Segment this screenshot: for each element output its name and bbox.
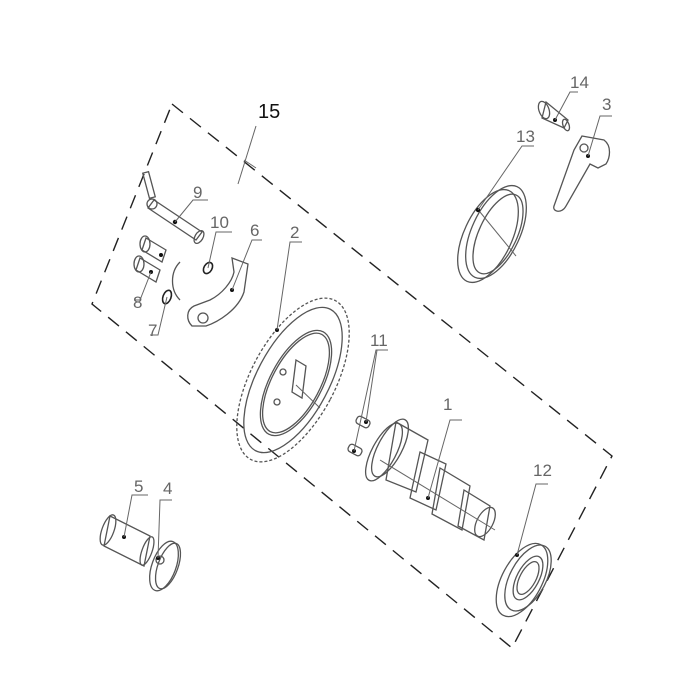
svg-text:1: 1 xyxy=(443,395,452,414)
svg-text:10: 10 xyxy=(210,213,229,232)
svg-text:6: 6 xyxy=(250,221,259,240)
part-9-shaft: 9 xyxy=(141,170,208,245)
part-3-lever: 3 xyxy=(553,95,612,212)
part-1-camshaft: 1 xyxy=(364,395,496,541)
svg-text:2: 2 xyxy=(290,223,299,242)
part-12-bearing: 12 xyxy=(495,461,552,618)
svg-text:13: 13 xyxy=(516,127,535,146)
svg-text:9: 9 xyxy=(193,183,202,202)
svg-text:3: 3 xyxy=(602,95,611,114)
part-6-rocker-arm: 6 xyxy=(187,221,262,327)
part-8-bolts: 8 xyxy=(133,235,167,312)
svg-text:4: 4 xyxy=(163,479,172,498)
part-7-ring: 7 xyxy=(148,261,181,340)
part-4-cam-plate: 4 xyxy=(148,479,182,592)
part-10-o-ring: 10 xyxy=(202,213,232,275)
svg-text:5: 5 xyxy=(134,477,143,496)
part-2-sprocket: 2 xyxy=(236,223,350,463)
svg-text:15: 15 xyxy=(258,101,280,123)
part-11-pins: 11 xyxy=(347,331,388,457)
svg-text:11: 11 xyxy=(370,331,388,350)
svg-text:14: 14 xyxy=(570,73,589,92)
svg-text:12: 12 xyxy=(533,461,552,480)
svg-text:7: 7 xyxy=(148,321,157,340)
assembly-group-box xyxy=(91,102,613,650)
part-14-pin: 14 xyxy=(537,73,589,132)
callout-15: 15 xyxy=(237,101,280,185)
part-5-shaft: 5 xyxy=(99,477,155,567)
part-13-ring: 13 xyxy=(457,127,535,284)
svg-text:8: 8 xyxy=(133,293,142,312)
